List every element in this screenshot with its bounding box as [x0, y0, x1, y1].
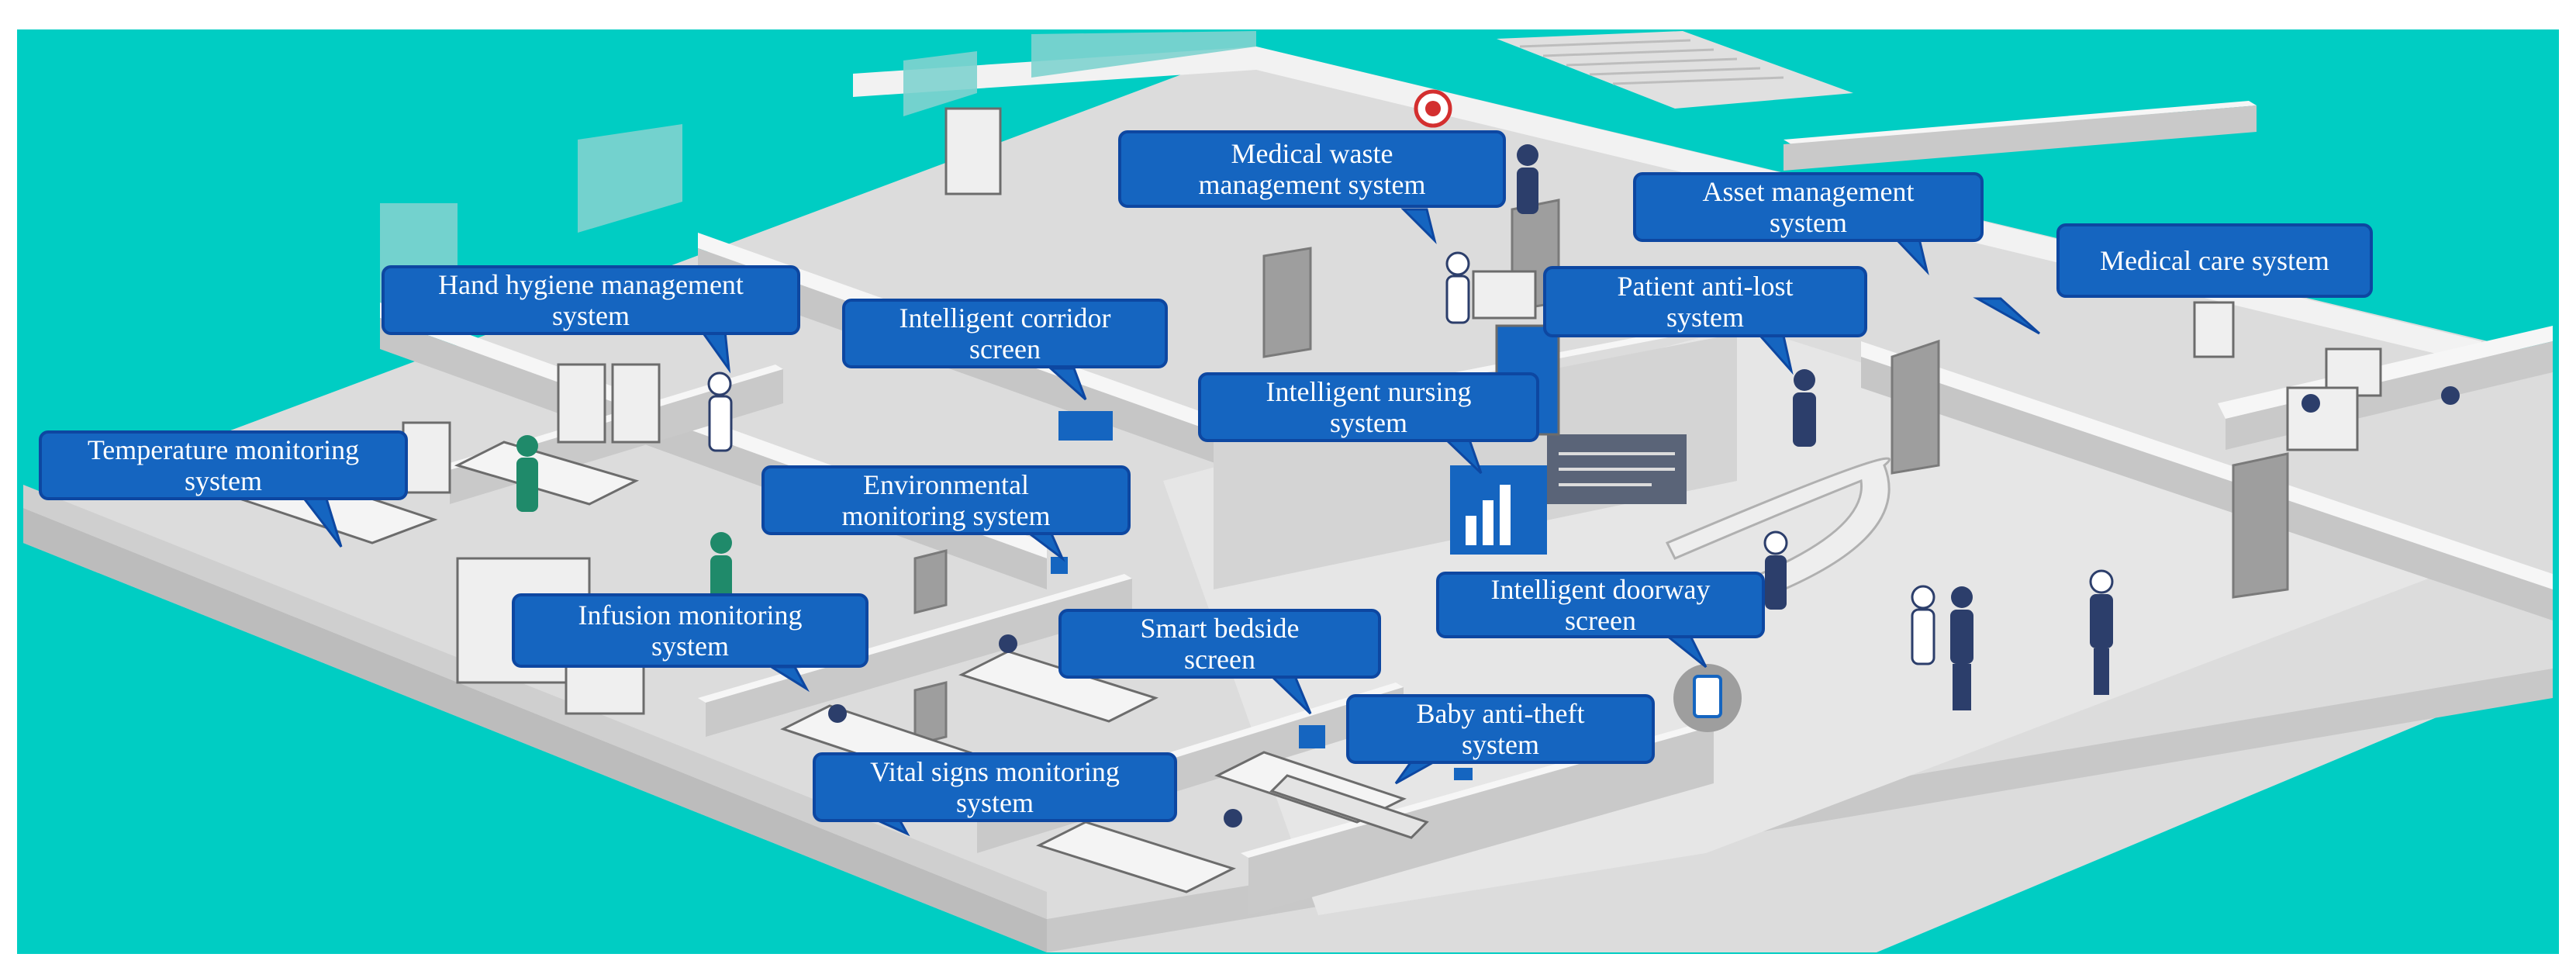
back-wall: [853, 47, 2481, 365]
smart-bedside-callout: Smart bedside screen: [1058, 609, 1381, 679]
glass-panel: [903, 51, 977, 116]
room-walls: [23, 101, 2553, 919]
nursing-dashboard: [1450, 465, 1547, 555]
environment-sensor: [1051, 557, 1068, 574]
medical-waste-callout: Medical waste management system: [1118, 130, 1506, 208]
corridor-screen: [1058, 411, 1113, 441]
medical-care-callout: Medical care system: [2056, 223, 2373, 298]
environmental-monitoring-callout: Environmental monitoring system: [761, 465, 1131, 535]
bedside-screen: [1299, 725, 1325, 748]
stair-area: [1497, 31, 1853, 109]
baby-tag: [1454, 768, 1473, 780]
callout-pointers: [299, 208, 2041, 837]
equipment: [402, 107, 2382, 715]
stair-lines: [1519, 39, 1784, 85]
asset-management-callout: Asset management system: [1633, 172, 1984, 242]
slab-edge: [23, 508, 1047, 952]
glass-panel: [1031, 31, 1256, 78]
hand-hygiene-callout: Hand hygiene management system: [382, 265, 800, 335]
temperature-monitoring-callout: Temperature monitoring system: [39, 430, 408, 500]
intelligent-nursing-callout: Intelligent nursing system: [1198, 372, 1539, 442]
dashboard-bars: [1466, 485, 1511, 545]
infusion-monitoring-callout: Infusion monitoring system: [512, 593, 868, 668]
doors: [913, 199, 2289, 746]
intelligent-doorway-callout: Intelligent doorway screen: [1436, 572, 1765, 638]
corridor-screen-callout: Intelligent corridor screen: [842, 299, 1168, 368]
baby-anti-theft-callout: Baby anti-theft system: [1346, 694, 1655, 764]
vital-signs-monitoring-callout: Vital signs monitoring system: [813, 752, 1177, 822]
glass-panel: [578, 124, 682, 233]
wall-display-lines: [1559, 452, 1675, 486]
doorway-tablet: [1693, 675, 1722, 718]
patient-anti-lost-callout: Patient anti-lost system: [1543, 266, 1867, 337]
people: [309, 144, 2460, 828]
